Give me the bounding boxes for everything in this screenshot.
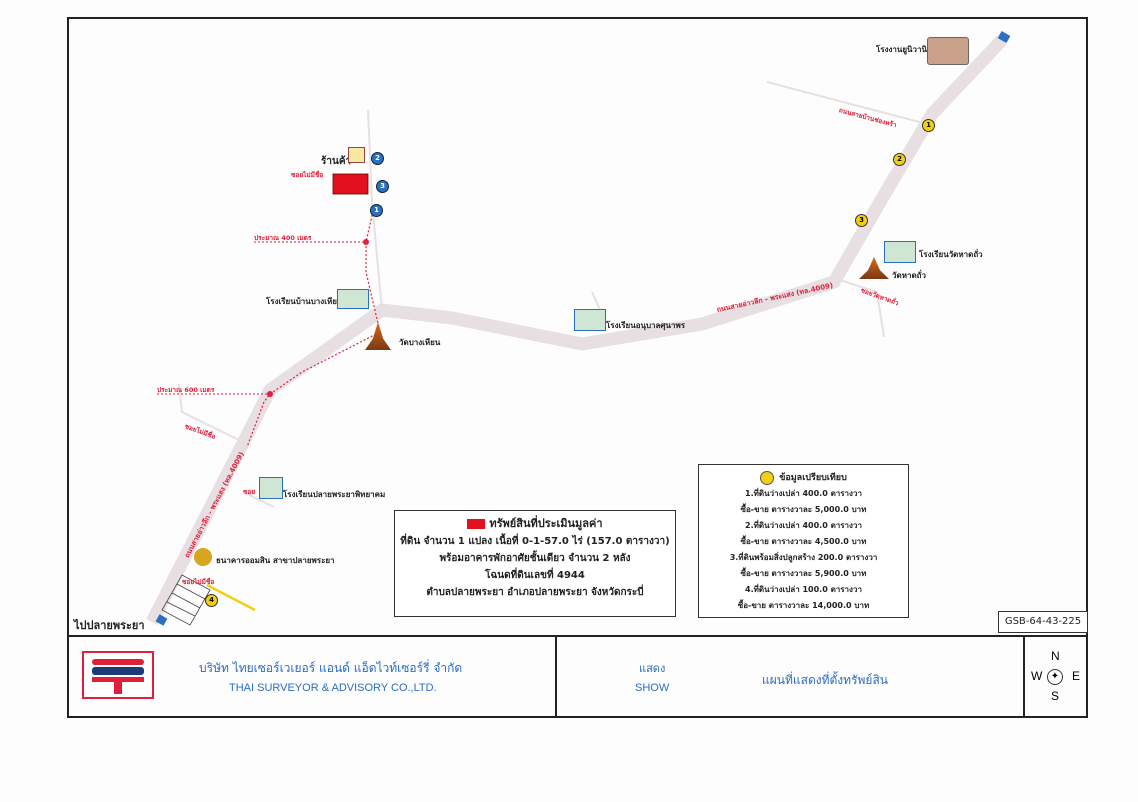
- property-plot: [332, 173, 369, 195]
- comparison-legend: ข้อมูลเปรียบเทียบ 1.ที่ดินว่างเปล่า 400.…: [698, 464, 909, 618]
- side-road-left: [178, 383, 248, 445]
- marker-shop-2: 2: [371, 152, 384, 165]
- power-plant-label: โรงงานยูนิวานิช: [876, 45, 933, 54]
- property-legend-line: ตำบลปลายพระยา อำเภอปลายพระยา จังหวัดกระบ…: [426, 587, 644, 598]
- comparison-legend-line: 2.ที่ดินว่างเปล่า 400.0 ตารางวา: [745, 521, 862, 530]
- distance-400-label: ประมาณ 400 เมตร: [254, 234, 312, 242]
- compass-rose-icon: ✦: [1047, 669, 1063, 685]
- comparison-marker-3: 3: [855, 214, 868, 227]
- company-logo-icon: [82, 651, 154, 699]
- property-legend-line: พร้อมอาคารพักอาศัยชั้นเดียว จำนวน 2 หลัง: [439, 553, 631, 564]
- comparison-marker-4: 4: [205, 594, 218, 607]
- comparison-marker-2: 2: [893, 153, 906, 166]
- soi-property-label: ซอยไม่มีชื่อ: [291, 171, 324, 179]
- school-icon: [884, 241, 916, 263]
- bank-label: ธนาคารออมสิน สาขาปลายพระยา: [216, 556, 335, 565]
- school-ban-bang-tian-label: โรงเรียนบ้านบางเหียน: [266, 297, 343, 306]
- comparison-legend-line: ซื้อ-ขาย ตารางวาละ 4,500.0 บาท: [740, 537, 867, 546]
- side-road-ban-chong: [766, 81, 928, 125]
- bank-logo-icon: [194, 548, 212, 566]
- comparison-plot-4-line: [206, 583, 256, 612]
- company-name-en: THAI SURVEYOR & ADVISORY CO.,LTD.: [229, 682, 437, 694]
- school-icon: [574, 309, 606, 331]
- company-cell: บริษัท ไทยเซอร์เวเยอร์ แอนด์ แอ็ดไวท์เซอ…: [69, 637, 557, 718]
- comparison-swatch-icon: [760, 470, 775, 485]
- compass-west: W: [1031, 669, 1043, 683]
- compass-north: N: [1051, 649, 1060, 663]
- main-road: [146, 35, 1007, 625]
- route-point: [363, 239, 369, 245]
- distance-600-label: ประมาณ 600 เมตร: [157, 386, 215, 394]
- company-name-th: บริษัท ไทยเซอร์เวเยอร์ แอนด์ แอ็ดไวท์เซอ…: [199, 661, 463, 675]
- map-sheet: โรงงานยูนิวานิช ร้านค้า ซอยไม่มีชื่อ 2 3…: [67, 17, 1088, 718]
- comparison-legend-line: 3.ที่ดินพร้อมสิ่งปลูกสร้าง 200.0 ตารางวา: [729, 553, 878, 562]
- show-label-th: แสดง: [639, 662, 666, 675]
- side-road-school: [246, 493, 275, 508]
- compass-east: E: [1072, 669, 1081, 683]
- compass: N S W E ✦: [1025, 637, 1086, 718]
- compass-south: S: [1051, 689, 1060, 703]
- marker-photo-1: 1: [370, 204, 383, 217]
- title-block: บริษัท ไทยเซอร์เวเยอร์ แอนด์ แอ็ดไวท์เซอ…: [69, 635, 1086, 718]
- title-cell: แสดง SHOW แผนที่แสดงที่ตั้งทรัพย์สิน: [557, 637, 1025, 718]
- side-road-property: [367, 109, 383, 311]
- property-legend-line: ที่ดิน จำนวน 1 แปลง เนื้อที่ 0-1-57.0 ไร…: [400, 536, 670, 547]
- show-label-en: SHOW: [635, 682, 670, 694]
- property-legend-line: โฉนดที่ดินเลขที่ 4944: [485, 570, 585, 581]
- property-swatch-icon: [467, 519, 486, 529]
- comparison-legend-line: ซื้อ-ขาย ตารางวาละ 5,000.0 บาท: [740, 505, 867, 514]
- soi-plot4-label: ซอยไม่มีชื่อ: [182, 578, 215, 586]
- school-wat-had-label: โรงเรียนวัดหาดถั่ว: [919, 250, 983, 259]
- to-plai-phraya-label: ไปปลายพระยา: [74, 619, 145, 632]
- shop-label: ร้านค้า: [321, 156, 352, 167]
- comparison-legend-title: ข้อมูลเปรียบเทียบ: [779, 473, 847, 483]
- school-plai-phraya-label: โรงเรียนปลายพระยาพิทยาคม: [283, 490, 386, 499]
- location-map: โรงงานยูนิวานิช ร้านค้า ซอยไม่มีชื่อ 2 3…: [69, 19, 1088, 635]
- side-road-wat-had: [839, 279, 885, 338]
- comparison-legend-line: ซื้อ-ขาย ตารางวาละ 14,000.0 บาท: [737, 601, 870, 610]
- wat-bang-tian-label: วัดบางเหียน: [399, 338, 441, 347]
- comparison-marker-1: 1: [922, 119, 935, 132]
- shop-icon: [348, 147, 365, 163]
- reference-code: GSB-64-43-225: [998, 611, 1088, 633]
- property-legend-title: ทรัพย์สินที่ประเมินมูลค่า: [489, 517, 603, 530]
- school-anuban-label: โรงเรียนอนุบาลศุนาพร: [606, 321, 686, 330]
- factory-icon: [927, 37, 969, 65]
- map-title: แผนที่แสดงที่ตั้งทรัพย์สิน: [762, 673, 888, 687]
- route-line: [246, 206, 381, 448]
- school-icon: [337, 289, 369, 309]
- comparison-legend-line: ซื้อ-ขาย ตารางวาละ 5,900.0 บาท: [740, 569, 867, 578]
- marker-photo-3: 3: [376, 180, 389, 193]
- property-legend: ทรัพย์สินที่ประเมินมูลค่า ที่ดิน จำนวน 1…: [394, 510, 676, 617]
- soi-school-label: ซอย: [243, 488, 256, 496]
- school-icon: [259, 477, 283, 499]
- route-point: [267, 391, 273, 397]
- wat-had-label: วัดหาดถั่ว: [892, 271, 926, 280]
- comparison-legend-line: 4.ที่ดินว่างเปล่า 100.0 ตารางวา: [745, 585, 862, 594]
- comparison-legend-line: 1.ที่ดินว่างเปล่า 400.0 ตารางวา: [745, 489, 862, 498]
- subdivision-plots: [161, 574, 211, 626]
